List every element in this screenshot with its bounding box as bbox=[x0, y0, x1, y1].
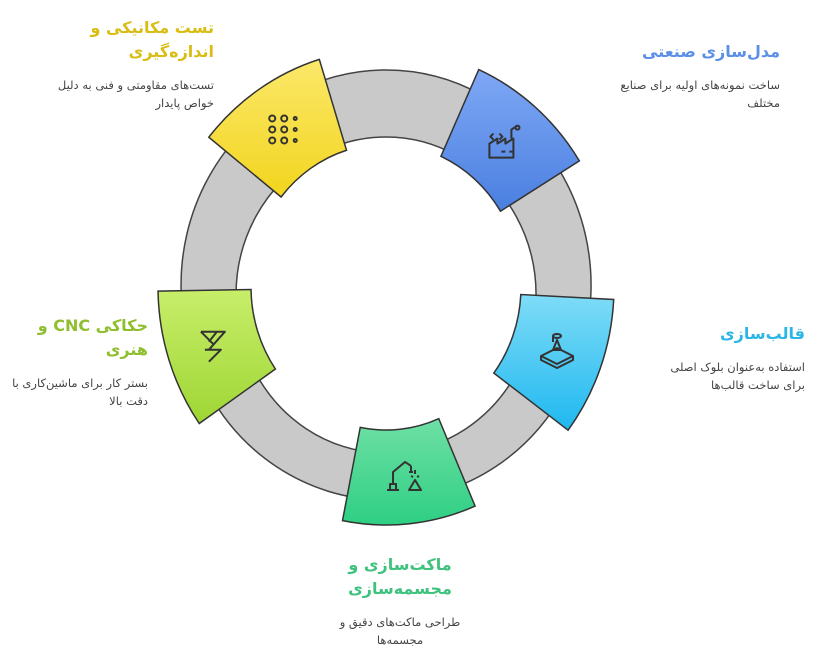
step-description: طراحی ماکت‌های دقیق و مجسمه‌ها bbox=[339, 615, 461, 647]
step-title: ماکت‌سازی و مجسمه‌سازی bbox=[348, 555, 452, 598]
segment-test bbox=[207, 58, 348, 199]
step-cnc: حکاکی CNC و هنری بستر کار برای ماشین‌کار… bbox=[8, 314, 148, 410]
segment-model bbox=[341, 417, 477, 526]
step-mold: قالب‌سازی استفاده به‌عنوان بلوک اصلی برا… bbox=[655, 322, 805, 394]
mold-block-icon bbox=[540, 332, 575, 369]
step-industrial: مدل‌سازی صنعتی ساخت نمونه‌های اولیه برای… bbox=[610, 40, 780, 112]
robot-arm-icon bbox=[387, 460, 423, 491]
step-title: حکاکی CNC و هنری bbox=[37, 316, 148, 359]
factory-robot-icon bbox=[488, 124, 521, 159]
step-description: استفاده به‌عنوان بلوک اصلی برای ساخت قال… bbox=[670, 360, 805, 392]
step-title: قالب‌سازی bbox=[719, 324, 805, 343]
step-description: تست‌های مقاومتی و فنی به دلیل خواص پایدا… bbox=[57, 78, 214, 110]
step-title: تست مکانیکی و اندازه‌گیری bbox=[90, 18, 214, 61]
step-description: بستر کار برای ماشین‌کاری با دقت بالا bbox=[12, 376, 148, 408]
step-model: ماکت‌سازی و مجسمه‌سازی طراحی ماکت‌های دق… bbox=[330, 553, 470, 649]
dots-grid-icon bbox=[268, 114, 298, 145]
segment-cnc bbox=[157, 288, 277, 425]
step-description: ساخت نمونه‌های اولیه برای صنایع مختلف bbox=[620, 78, 780, 110]
step-title: مدل‌سازی صنعتی bbox=[642, 42, 780, 61]
step-test: تست مکانیکی و اندازه‌گیری تست‌های مقاومت… bbox=[34, 16, 214, 112]
engraving-icon bbox=[200, 330, 226, 363]
